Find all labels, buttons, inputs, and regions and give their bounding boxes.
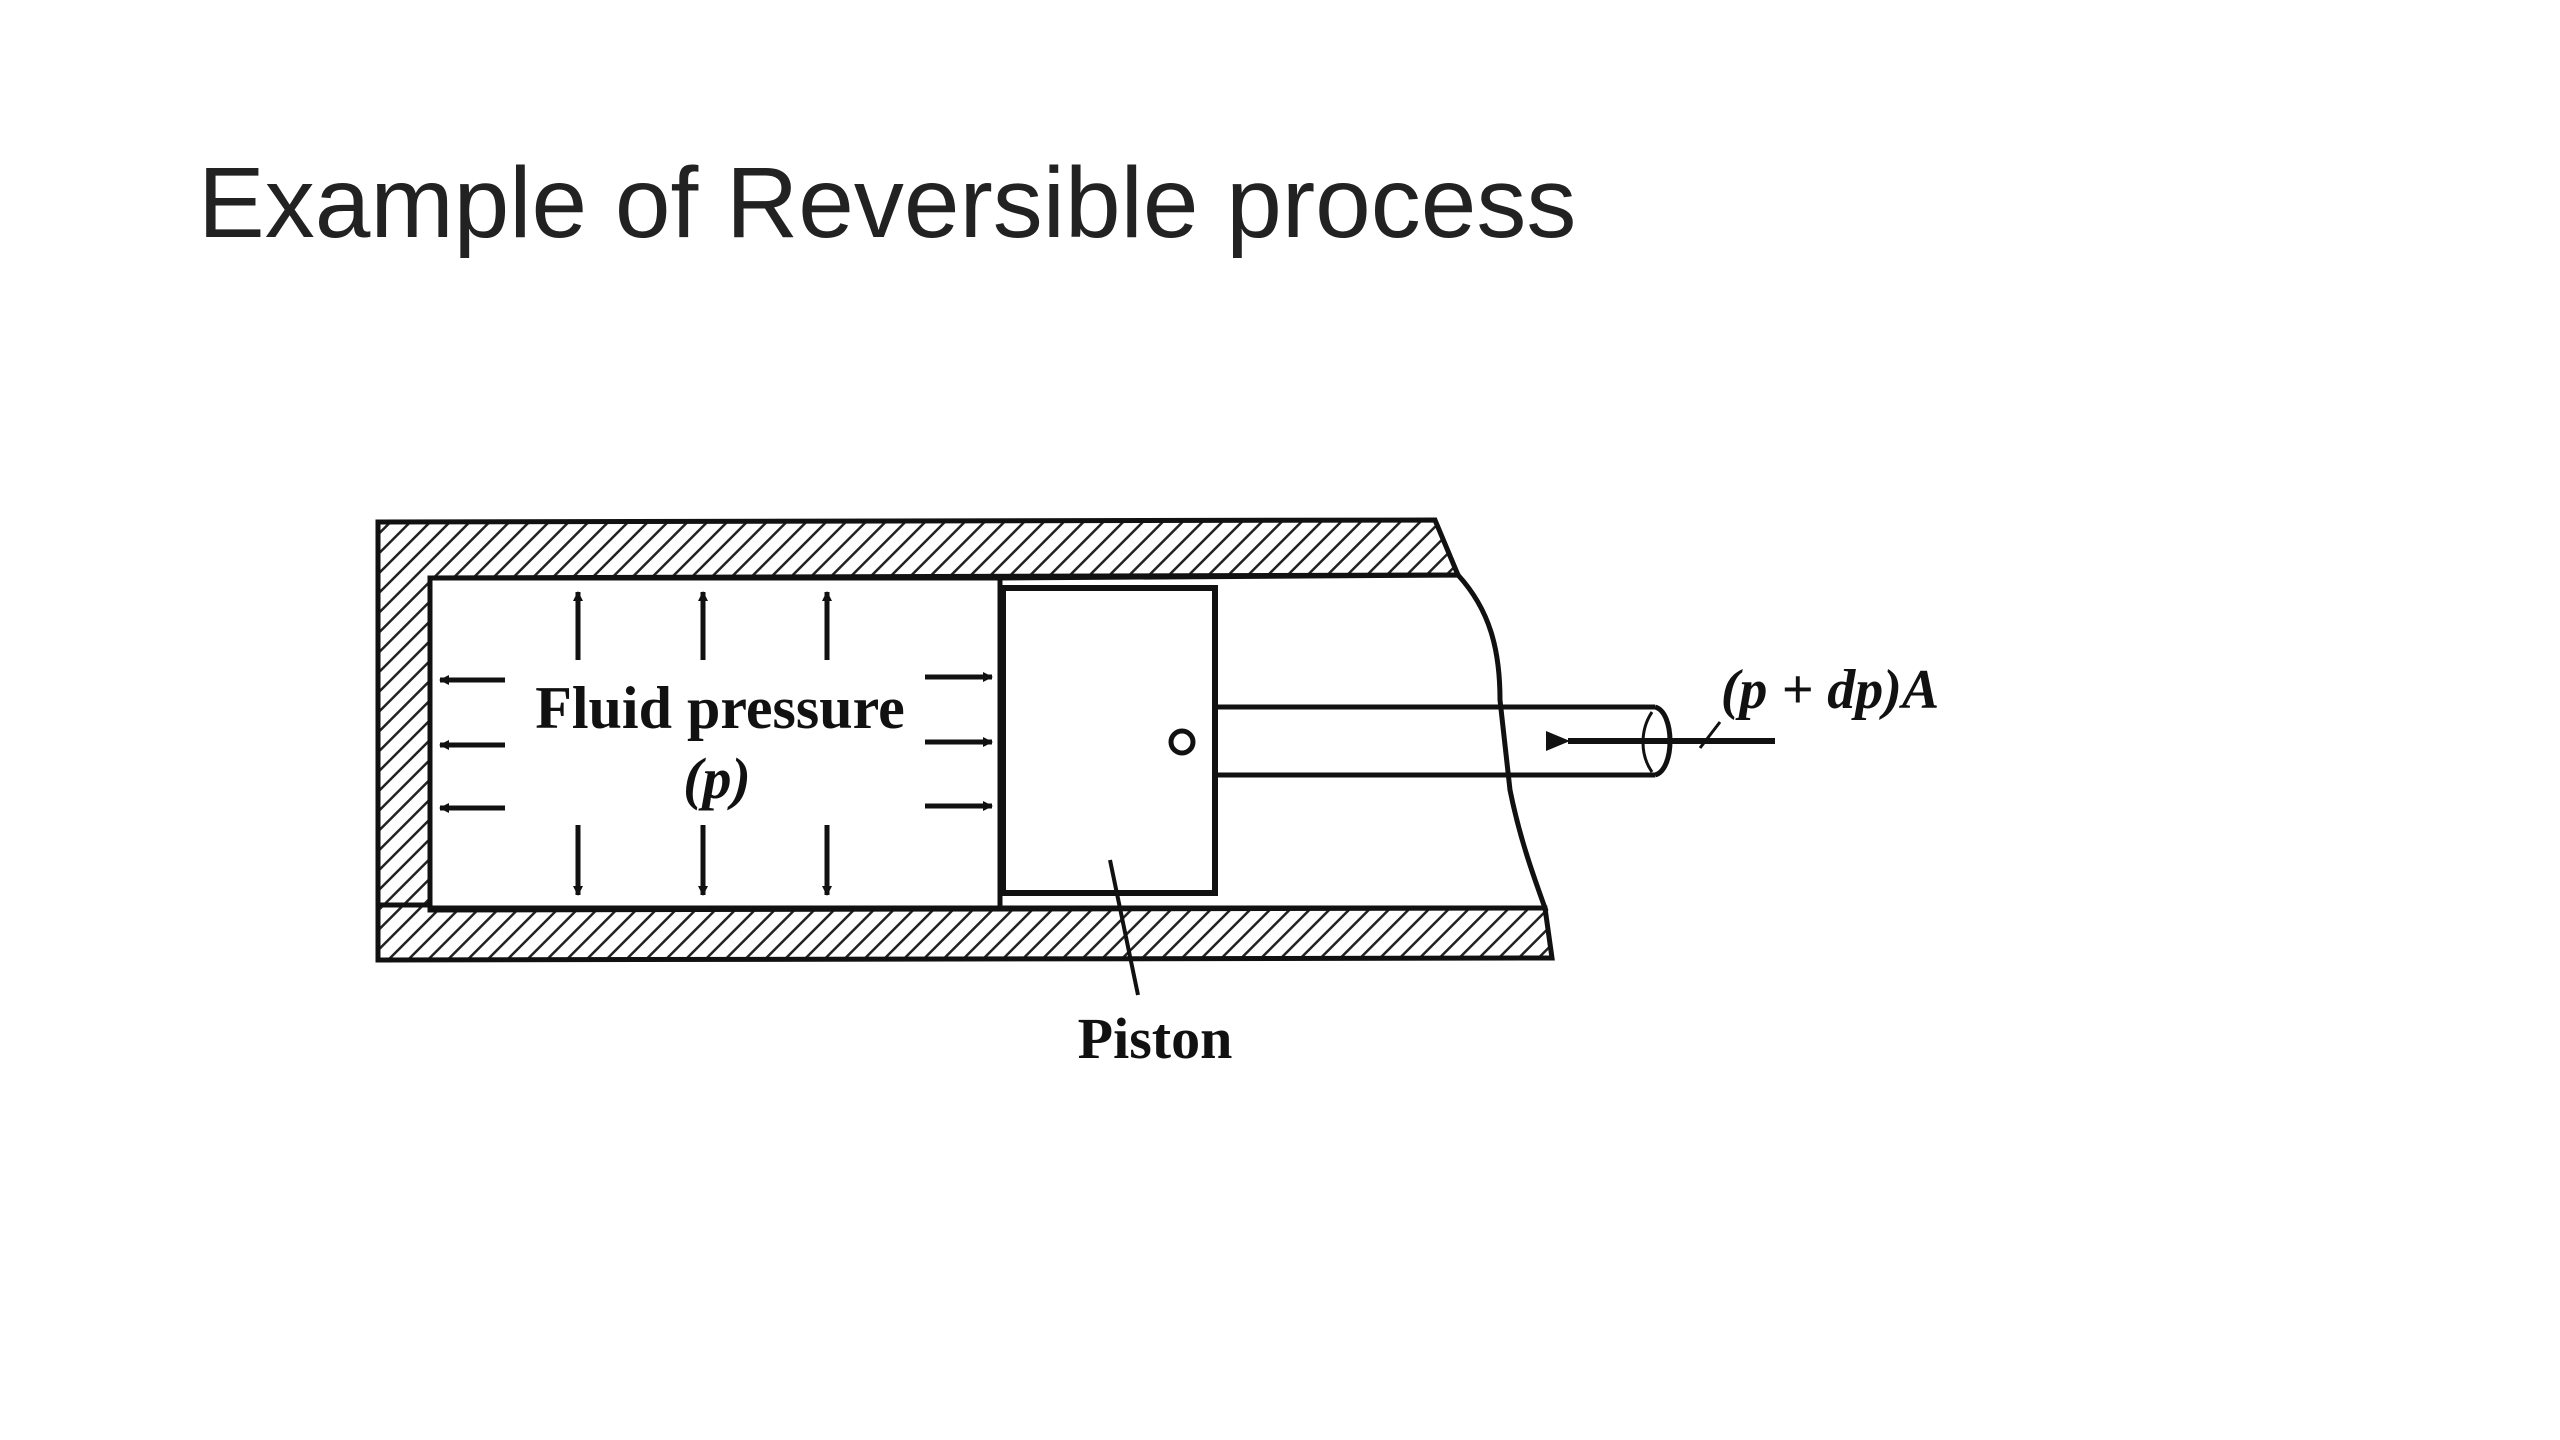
piston-leader-line bbox=[1108, 859, 1140, 996]
slide-title: Example of Reversible process bbox=[198, 147, 1577, 259]
piston-label: Piston bbox=[1078, 1006, 1233, 1071]
force-leader-line bbox=[1698, 721, 1722, 749]
pressure-arrows bbox=[439, 591, 993, 896]
cylinder-bottom-wall bbox=[375, 902, 1555, 963]
fluid-chamber bbox=[427, 575, 1003, 911]
piston-pin bbox=[1168, 728, 1196, 756]
force-label: (p + dp)A bbox=[1721, 659, 1940, 721]
cylinder-wall bbox=[375, 517, 1555, 963]
cylinder-open-end bbox=[999, 572, 1549, 911]
pressure-symbol-label: (p) bbox=[683, 746, 751, 811]
fluid-pressure-label: Fluid pressure bbox=[535, 675, 905, 741]
